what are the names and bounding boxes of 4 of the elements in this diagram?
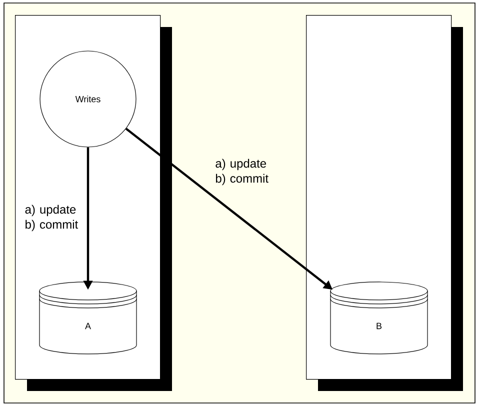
edge-label: a) update b) commit xyxy=(24,204,84,232)
edge-label: a) update b) commit xyxy=(214,158,274,186)
database-cylinder: A xyxy=(39,282,137,354)
database-cylinder: B xyxy=(330,282,428,354)
